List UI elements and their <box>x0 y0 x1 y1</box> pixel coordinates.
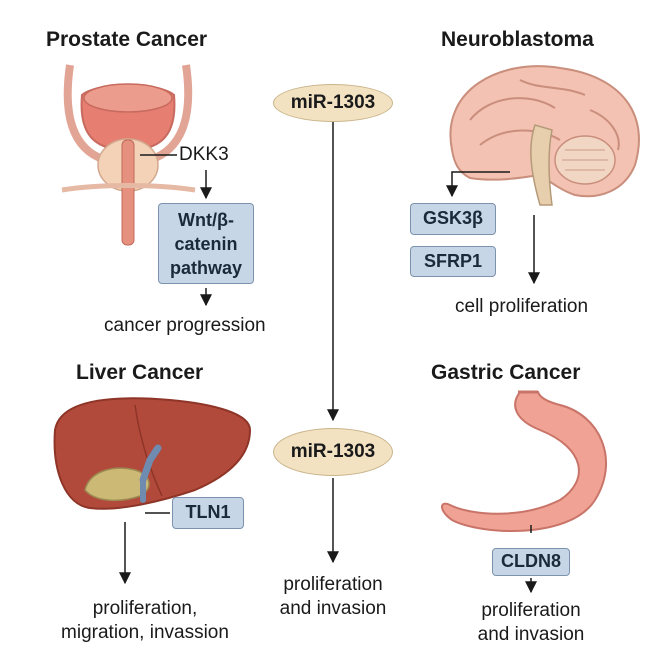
pathway-line-2: catenin <box>174 234 238 254</box>
gastric-outcome-line-2: and invasion <box>477 624 585 645</box>
connectors <box>119 122 540 594</box>
center-outcome-line-1: proliferation <box>283 574 383 595</box>
prostate-cancer-title: Prostate Cancer <box>46 28 208 51</box>
cldn8-box: CLDN8 <box>492 548 570 576</box>
mirna-1303-bottom-oval: miR-1303 <box>273 428 393 476</box>
stomach-illustration <box>441 390 607 533</box>
gsk3b-box: GSK3β <box>410 203 496 235</box>
liver-illustration <box>53 397 252 510</box>
neuroblastoma-title: Neuroblastoma <box>441 28 594 51</box>
dkk3-label: DKK3 <box>179 144 229 165</box>
wnt-beta-catenin-pathway-box: Wnt/β- catenin pathway <box>158 203 254 284</box>
liver-outcome-label: proliferation, migration, invassion <box>50 597 240 645</box>
brain-illustration <box>449 65 640 206</box>
center-outcome-label: proliferation and invasion <box>268 573 398 621</box>
center-outcome-line-2: and invasion <box>279 598 387 619</box>
cancer-progression-label: cancer progression <box>104 315 266 336</box>
arrow-brain-to-gsk3b <box>446 171 510 198</box>
tln1-box: TLN1 <box>172 497 244 529</box>
sfrp1-box: SFRP1 <box>410 246 496 277</box>
gastric-outcome-line-1: proliferation <box>481 600 581 621</box>
gastric-cancer-title: Gastric Cancer <box>431 361 581 384</box>
liver-cancer-title: Liver Cancer <box>76 361 204 384</box>
liver-outcome-line-1: proliferation, <box>92 598 198 619</box>
liver-outcome-line-2: migration, invassion <box>61 622 229 643</box>
pathway-line-3: pathway <box>169 258 243 278</box>
gastric-outcome-label: proliferation and invasion <box>466 599 596 647</box>
prostate-bladder-illustration <box>61 64 196 246</box>
mirna-1303-top-oval: miR-1303 <box>273 84 393 122</box>
cell-proliferation-label: cell proliferation <box>455 296 589 317</box>
pathway-line-1: Wnt/β- <box>178 210 234 230</box>
